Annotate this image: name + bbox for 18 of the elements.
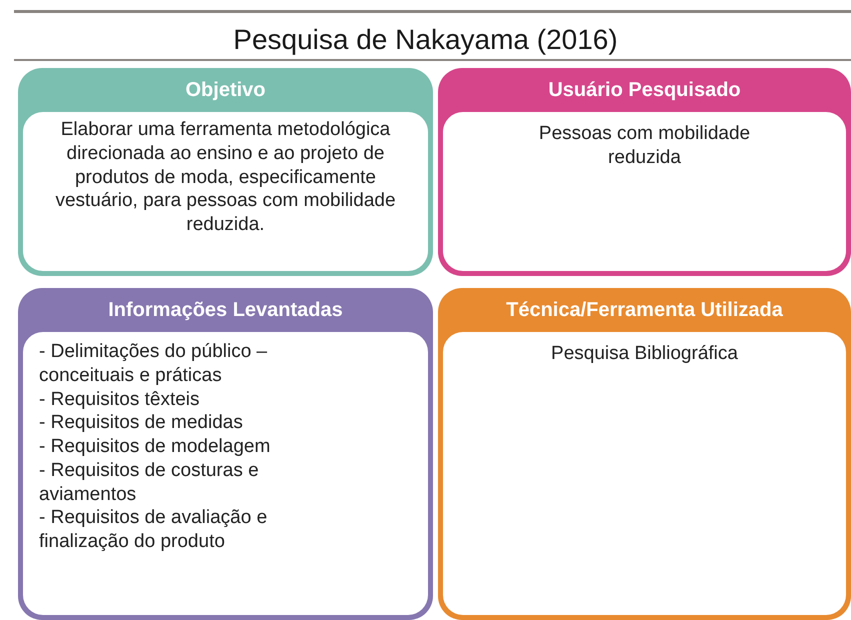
panel-text: Pessoas com mobilidade reduzida xyxy=(538,122,752,170)
category-panel xyxy=(438,288,851,620)
panel-text: Pesquisa Bibliográfica xyxy=(550,342,739,366)
list-item: - Delimitações do público – conceituais e práticas xyxy=(39,340,268,388)
list-item: - Requisitos têxteis xyxy=(39,388,201,412)
panel-heading: Usuário Pesquisado xyxy=(547,78,742,103)
title: Pesquisa de Nakayama (2016) xyxy=(232,24,619,56)
list-item: - Requisitos de modelagem xyxy=(39,435,272,459)
category-panel xyxy=(438,68,851,276)
list-item: - Requisitos de medidas xyxy=(39,411,244,435)
panel-heading: Técnica/Ferramenta Utilizada xyxy=(505,298,784,323)
list-item: - Requisitos de costuras e aviamentos xyxy=(39,458,260,506)
category-panel xyxy=(18,288,433,620)
panel-heading: Objetivo xyxy=(184,78,266,103)
list-item: - Requisitos de avaliação e finalização do produto xyxy=(39,506,268,554)
panel-text: Elaborar uma ferramenta metodológica direcionada ao ensino e ao projeto de produtos de moda, especificamente vestuário, para pessoas com mobilidade reduzida. xyxy=(54,118,397,237)
category-panel xyxy=(18,68,433,276)
panel-heading: Informações Levantadas xyxy=(107,298,344,323)
